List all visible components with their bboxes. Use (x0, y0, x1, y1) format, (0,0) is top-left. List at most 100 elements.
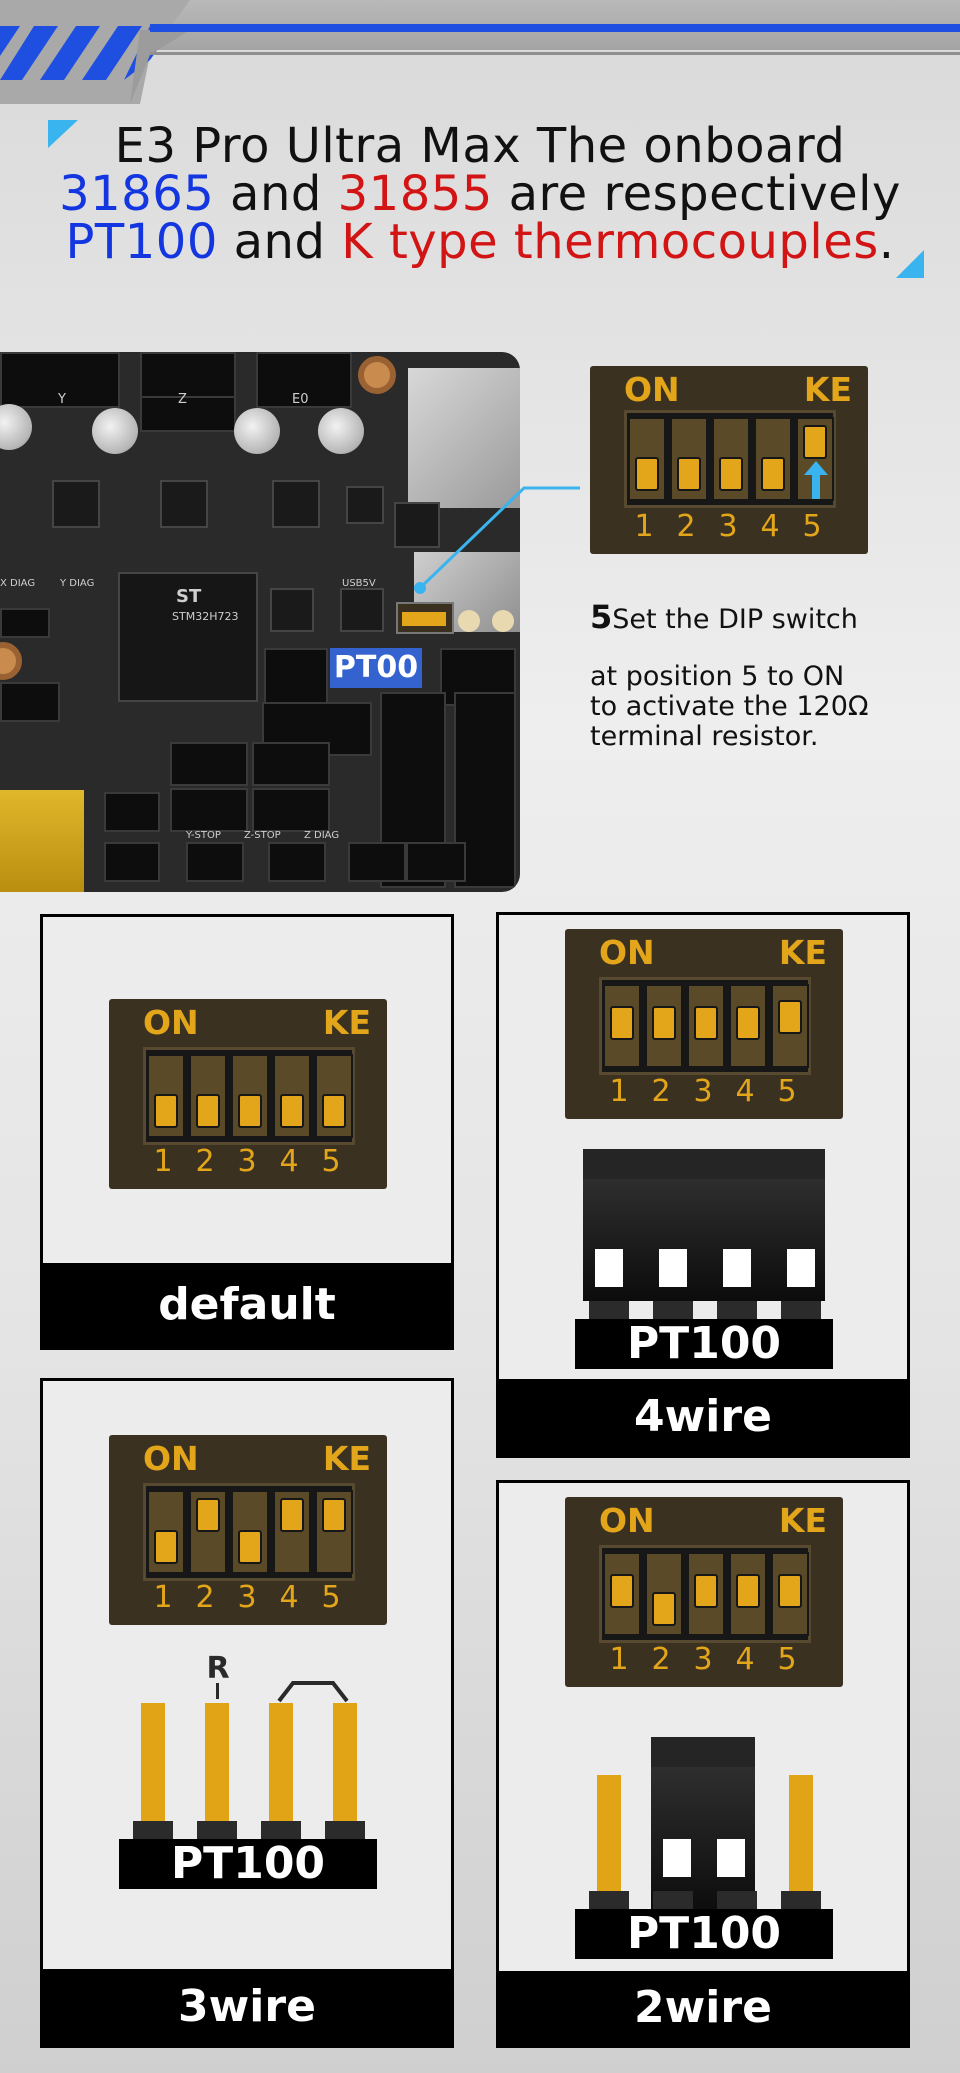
dip-slot-4 (273, 1054, 311, 1138)
connector-cap (651, 1737, 755, 1769)
dip-knob (677, 457, 701, 491)
dip-note-line: at position 5 to ON (590, 661, 845, 692)
dip-well (143, 1483, 355, 1581)
title-chip-31855: 31855 (337, 166, 493, 222)
dip-slot-3 (687, 984, 725, 1068)
dip-slot-2 (645, 984, 683, 1068)
dip-ke-label: KE (322, 1439, 371, 1478)
pcb-silk-ystop: Z-STOP (244, 830, 281, 841)
small-chip (346, 486, 384, 524)
dip-knob (694, 1006, 718, 1040)
pcb-header (0, 608, 50, 638)
dip-number: 4 (279, 1144, 299, 1179)
page-title: E3 Pro Ultra Max The onboard 31865 and 3… (40, 122, 920, 266)
dip-on-label: ON (143, 1003, 199, 1042)
gold-pin (333, 1703, 357, 1821)
dip-slot-5 (771, 984, 809, 1068)
dip-number: 2 (651, 1642, 671, 1677)
dip-numbers: 1 2 3 4 5 (624, 512, 836, 542)
dip-well (599, 1545, 811, 1643)
capacitor (0, 404, 32, 450)
dip-knob (238, 1530, 262, 1564)
dip-slot-1 (603, 1552, 641, 1636)
pcb-board-image: Y Z E0 ST STM32H723 Y-STOP Z-STOP Z DIAG… (0, 352, 520, 892)
pin-foot (653, 1891, 693, 1909)
pcb-header (256, 352, 352, 408)
small-chip (394, 502, 440, 548)
gold-pin (141, 1703, 165, 1821)
resistor-tick (216, 1683, 219, 1699)
dip-slot-4 (729, 984, 767, 1068)
gold-pin (269, 1703, 293, 1821)
banner-stripes-decoration (0, 0, 190, 104)
dip-ke-label: KE (778, 933, 827, 972)
dip-knob (778, 1574, 802, 1608)
dip-note-heading: 5Set the DIP switch (590, 601, 920, 635)
connector-hole (717, 1839, 745, 1877)
pcb-header (0, 682, 60, 722)
dip-slot-2 (645, 1552, 683, 1636)
dip-number: 3 (237, 1144, 257, 1179)
capacitor (92, 408, 138, 454)
dip-slot-1 (147, 1054, 185, 1138)
dip-number: 1 (609, 1642, 629, 1677)
dip-knob (322, 1498, 346, 1532)
dip-number: 1 (153, 1144, 173, 1179)
jumper-bridge (277, 1681, 349, 1703)
dip-slot-4 (754, 417, 792, 501)
dip-knob (803, 425, 827, 459)
dip-slot-3 (231, 1490, 269, 1574)
dip-on-label: ON (624, 370, 680, 409)
dip-number: 5 (321, 1580, 341, 1615)
dip-slot-5 (315, 1490, 353, 1574)
pcb-header (0, 352, 120, 408)
pcb-header (252, 788, 330, 832)
button (492, 610, 514, 632)
mounting-hole (0, 642, 22, 680)
title-text: and (214, 166, 338, 222)
fuse (0, 790, 84, 892)
pin-foot (717, 1891, 757, 1909)
dip-knob (280, 1094, 304, 1128)
dip-note-line: terminal resistor. (590, 721, 819, 752)
title-pt100: PT100 (65, 214, 218, 270)
pcb-header (268, 842, 326, 882)
banner-grey-line (150, 52, 960, 55)
dip-knob (322, 1094, 346, 1128)
dip-ke-label: KE (803, 370, 852, 409)
pcb-silk-xstop: Y-STOP (186, 830, 221, 841)
dip-note-number: 5 (590, 598, 613, 636)
pin-foot (261, 1821, 301, 1839)
pin-foot (781, 1891, 821, 1909)
pcb-silk-e0: E0 (292, 392, 309, 407)
pin-foot (781, 1301, 821, 1319)
dip-number: 3 (718, 509, 738, 544)
pin-foot (717, 1301, 757, 1319)
dip-ke-label: KE (778, 1501, 827, 1540)
sd-card-slot (408, 368, 520, 508)
panel-label-3wire: 3wire (43, 1969, 451, 2045)
dip-slot-2 (670, 417, 708, 501)
button (458, 610, 480, 632)
onboard-dip-switch (396, 602, 454, 634)
dip-knob (196, 1094, 220, 1128)
title-line-2: 31865 and 31855 are respectively (40, 170, 920, 218)
title-chip-31865: 31865 (59, 166, 215, 222)
dip-slot-1 (147, 1490, 185, 1574)
pcb-header (140, 396, 236, 432)
pcb-silk-usb5v: USB5V (342, 578, 376, 589)
dip-slot-4 (729, 1552, 767, 1636)
dip-switch-4wire: ON KE 1 2 3 4 5 (565, 929, 843, 1119)
title-line-3: PT100 and K type thermocouples. (40, 218, 920, 266)
dip-number: 1 (634, 509, 654, 544)
dip-slot-1 (628, 417, 666, 501)
capacitor (318, 408, 364, 454)
dip-knob (736, 1574, 760, 1608)
dip-well (599, 977, 811, 1075)
panel-label-2wire: 2wire (499, 1971, 907, 2045)
panel-3wire: ON KE 1 2 3 4 5 R PT100 3wire (40, 1378, 454, 2048)
dip-slot-1 (603, 984, 641, 1068)
dip-number: 1 (609, 1074, 629, 1109)
corner-accent-bottom-right (896, 250, 924, 278)
title-text: are respectively (492, 166, 901, 222)
